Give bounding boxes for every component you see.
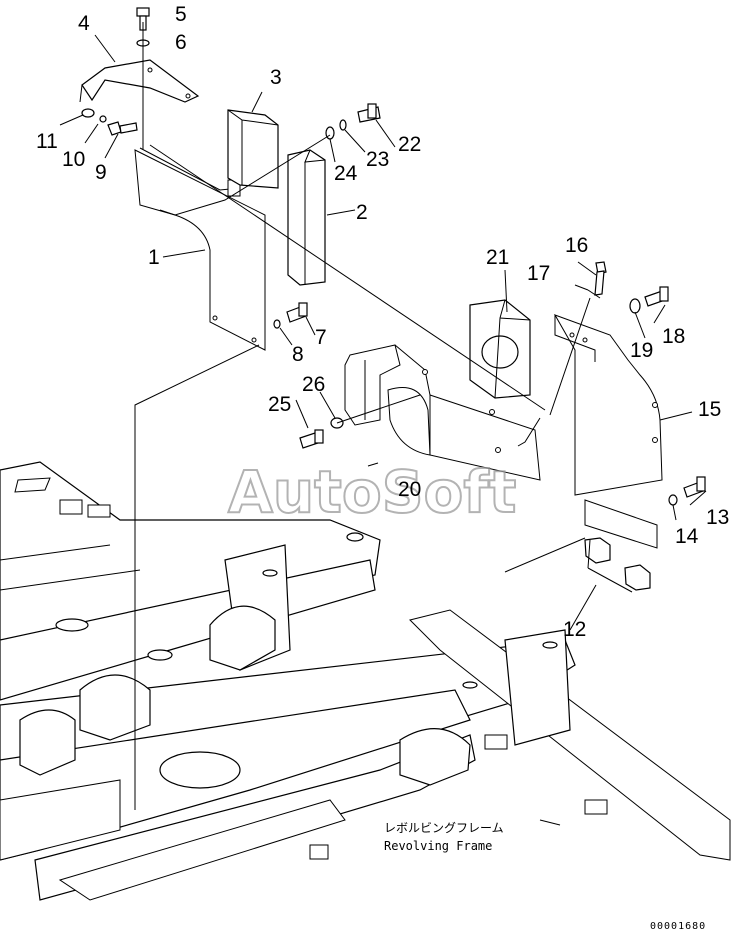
- callout-20: 20: [398, 478, 421, 501]
- block-2: [287, 149, 326, 286]
- callout-1: 1: [148, 246, 160, 269]
- callout-16: 16: [565, 234, 588, 257]
- callout-24: 24: [334, 162, 358, 185]
- callout-26: 26: [302, 373, 325, 396]
- callout-4: 4: [78, 12, 90, 35]
- callout-3: 3: [270, 66, 282, 89]
- callout-19: 19: [630, 339, 653, 362]
- callout-14: 14: [675, 525, 699, 548]
- callout-6: 6: [175, 31, 187, 54]
- leader-lines: [59, 22, 707, 810]
- callout-7: 7: [315, 326, 327, 349]
- frame-label-english: Revolving Frame: [384, 839, 492, 853]
- drawing-code: 00001680: [650, 921, 706, 932]
- callout-15: 15: [698, 398, 721, 421]
- callout-8: 8: [292, 343, 304, 366]
- callout-21: 21: [486, 246, 509, 269]
- callout-9: 9: [95, 161, 107, 184]
- rubber-pad-3: [227, 109, 279, 189]
- callout-13: 13: [706, 506, 729, 529]
- cover-plate-4: [81, 59, 200, 103]
- callout-12: 12: [563, 618, 586, 641]
- cover-plate-15: [553, 314, 663, 549]
- callout-10: 10: [62, 148, 85, 171]
- callout-labels: 5 6 4 3 11 10 9 22 23 24 2 1 16 21 17 18…: [36, 3, 729, 641]
- revolving-frame: [0, 461, 731, 901]
- callout-18: 18: [662, 325, 685, 348]
- bracket-20: [344, 344, 541, 481]
- callout-25: 25: [268, 393, 291, 416]
- callout-5: 5: [175, 3, 187, 26]
- watermark-text: AutoSoft: [228, 458, 516, 526]
- callout-17: 17: [527, 262, 550, 285]
- pad-21: [469, 299, 531, 399]
- callout-11: 11: [36, 130, 58, 153]
- callout-22: 22: [398, 133, 421, 156]
- frame-label-japanese: レボルビングフレーム: [384, 821, 504, 835]
- callout-2: 2: [356, 201, 368, 224]
- clip-12: [584, 537, 651, 593]
- callout-23: 23: [366, 148, 389, 171]
